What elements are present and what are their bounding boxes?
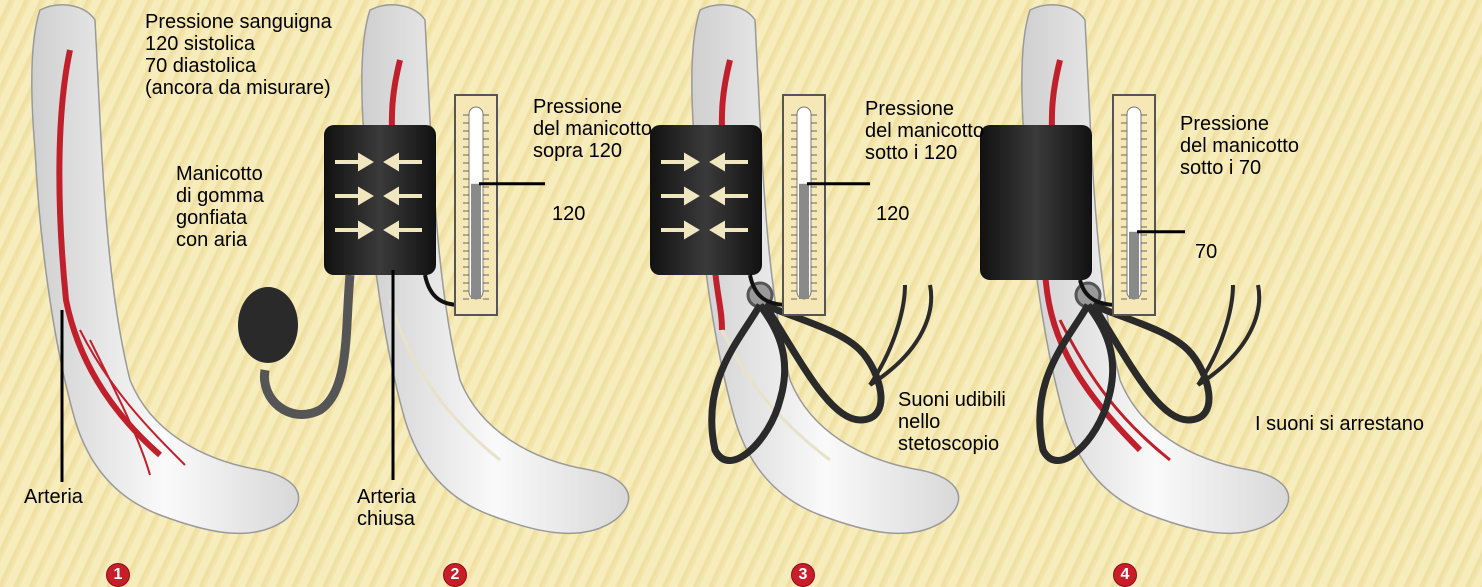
gauge-fill bbox=[799, 184, 809, 299]
step-badge-2: 2 bbox=[443, 563, 467, 587]
cuff-4-icon bbox=[980, 125, 1092, 280]
label-pressure-2: Pressione del manicotto sopra 120 bbox=[533, 96, 652, 162]
gauge-3-icon bbox=[783, 95, 870, 315]
step-badge-1: 1 bbox=[106, 563, 130, 587]
gauge-4-reading: 70 bbox=[1195, 241, 1217, 263]
step-badge-4: 4 bbox=[1113, 563, 1137, 587]
gauge-3-reading: 120 bbox=[876, 203, 909, 225]
label-artery-closed: Arteria chiusa bbox=[357, 486, 416, 530]
gauge-4-icon bbox=[1113, 95, 1185, 315]
cuff-3-icon bbox=[650, 125, 762, 275]
gauge-fill bbox=[471, 184, 481, 299]
gauge-fill bbox=[1129, 232, 1139, 299]
label-bp-reading: Pressione sanguigna 120 sistolica 70 dia… bbox=[145, 11, 332, 99]
label-pressure-3: Pressione del manicotto sotto i 120 bbox=[865, 98, 984, 164]
label-cuff-desc: Manicotto di gomma gonfiata con aria bbox=[176, 163, 264, 251]
step-badge-3: 3 bbox=[791, 563, 815, 587]
gauge-2-icon bbox=[455, 95, 545, 315]
gauge-2-reading: 120 bbox=[552, 203, 585, 225]
label-sounds-stop: I suoni si arrestano bbox=[1255, 413, 1424, 435]
cuff-2-icon bbox=[324, 125, 436, 275]
bulb-pump-icon bbox=[238, 287, 298, 363]
label-sounds: Suoni udibili nello stetoscopio bbox=[898, 389, 1006, 455]
label-artery: Arteria bbox=[24, 486, 83, 508]
label-pressure-4: Pressione del manicotto sotto i 70 bbox=[1180, 113, 1299, 179]
